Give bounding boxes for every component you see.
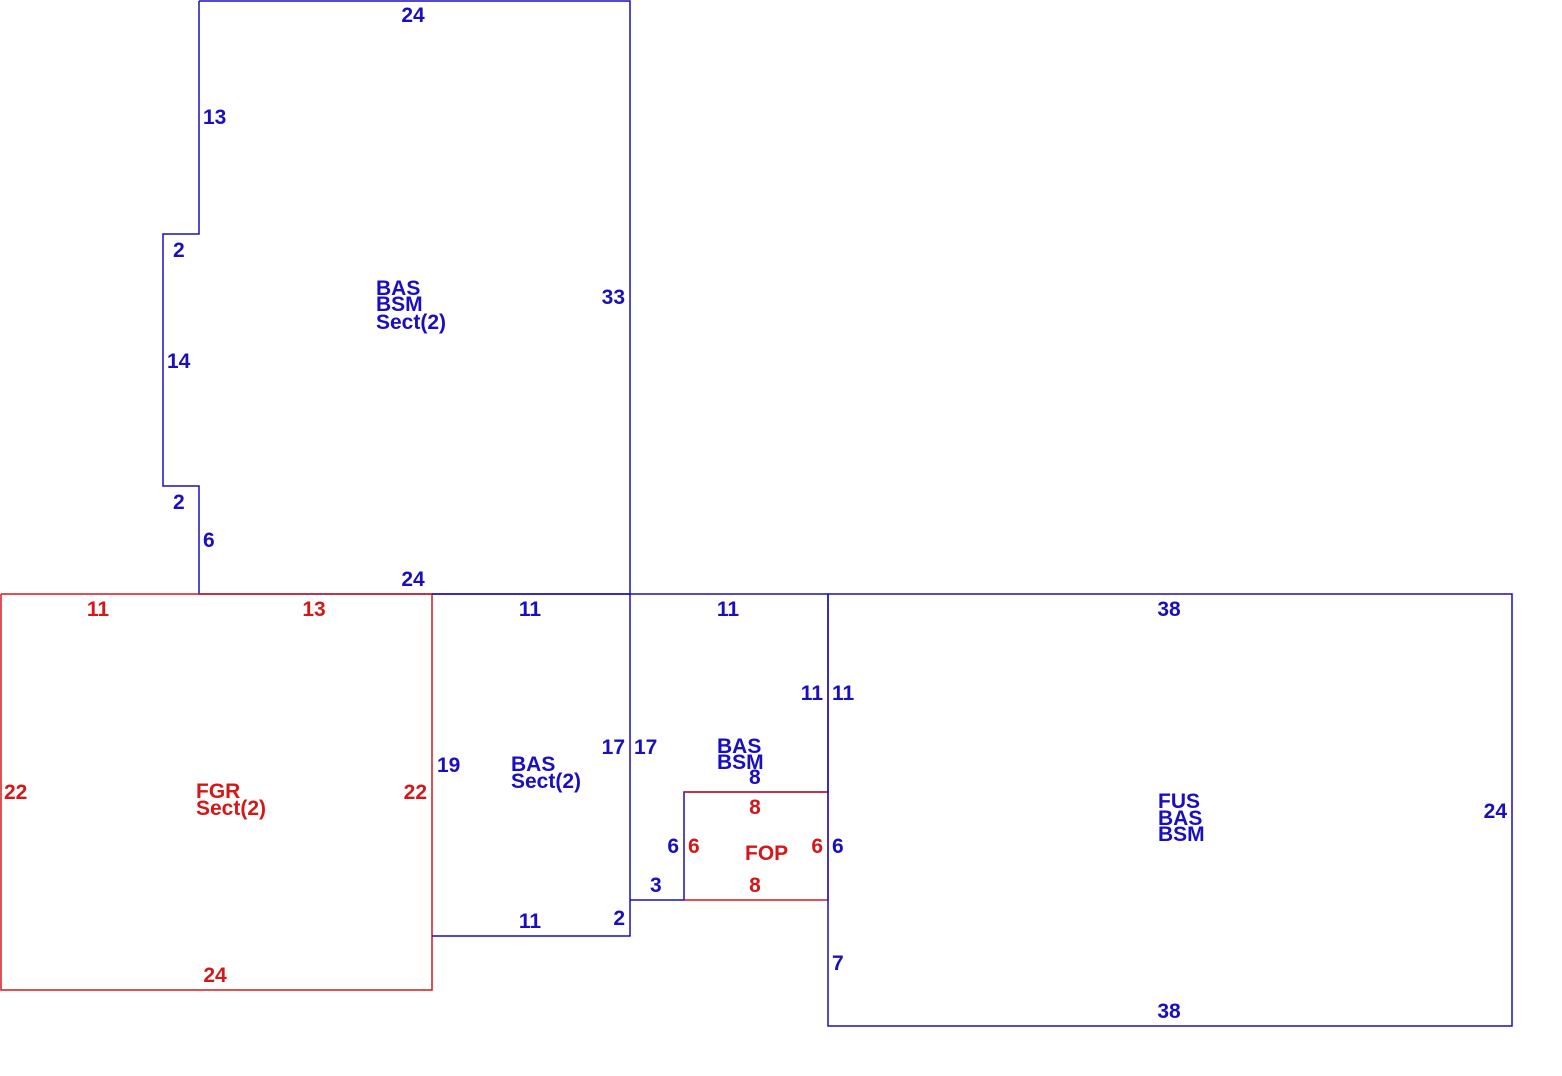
dimension-label: 7 [832, 952, 844, 975]
area-code: BSM [1158, 823, 1205, 846]
area-code: BAS [1158, 807, 1202, 830]
area-code: FOP [745, 842, 788, 865]
area-code: BAS [511, 753, 555, 776]
dimension-label: 6 [667, 835, 679, 858]
dimension-label: 6 [832, 835, 844, 858]
dimension-label: 2 [173, 491, 185, 514]
upper-section-dimensions: 24 13 2 14 2 6 33 24 [167, 4, 625, 591]
dimension-label: 17 [634, 736, 657, 759]
porch-area-label: FOP [745, 842, 788, 865]
dimension-label: 38 [1157, 1000, 1181, 1023]
dimension-label: 3 [650, 874, 662, 897]
garage-dimensions: 11 13 22 22 24 [4, 598, 427, 987]
dimension-label: 11 [717, 598, 740, 621]
dimension-label: 6 [811, 835, 823, 858]
porch-dimensions: 8 8 6 6 [688, 796, 823, 897]
upper-section-outline [162, 0, 631, 595]
area-code: BAS [717, 735, 761, 758]
garage-outline [0, 593, 433, 991]
middle-left-section-outline [432, 593, 631, 937]
area-code: 8 [749, 766, 761, 789]
dimension-label: 24 [1484, 800, 1508, 823]
dimension-label: 2 [613, 907, 625, 930]
dimension-label: 13 [302, 598, 325, 621]
area-code: BSM [376, 293, 423, 316]
dimension-label: 24 [401, 4, 425, 27]
dimension-label: 22 [4, 781, 27, 804]
dimension-label: 38 [1157, 598, 1181, 621]
dimension-label: 17 [602, 736, 625, 759]
dimension-label: 8 [749, 796, 761, 819]
area-code: Sect(2) [196, 797, 266, 820]
dimension-label: 19 [437, 754, 460, 777]
dimension-label: 11 [87, 598, 110, 621]
area-code: Sect(2) [511, 770, 581, 793]
dimension-label: 24 [401, 568, 425, 591]
dimension-label: 33 [602, 286, 625, 309]
east-section-dimensions: 38 11 6 7 24 38 [832, 598, 1507, 1023]
upper-section-area-label: BAS BSM Sect(2) [376, 277, 446, 334]
area-code: FGR [196, 780, 240, 803]
dimension-label: 8 [749, 874, 761, 897]
dimension-label: 22 [404, 781, 427, 804]
east-section-outline [827, 593, 1513, 1027]
area-code: Sect(2) [376, 311, 446, 334]
dimension-label: 14 [167, 350, 191, 373]
dimension-label: 11 [519, 598, 542, 621]
dimension-label: 13 [203, 106, 226, 129]
area-code: BAS [376, 277, 420, 300]
dimension-label: 2 [173, 239, 185, 262]
dimension-label: 11 [801, 682, 824, 705]
middle-left-dimensions: 11 19 17 11 2 [437, 598, 625, 933]
middle-right-dimensions: 11 17 11 3 6 [634, 598, 823, 897]
dimension-label: 24 [203, 964, 227, 987]
dimension-label: 6 [203, 529, 215, 552]
middle-right-area-label: BAS BSM 8 [717, 735, 764, 789]
dimension-label: 11 [519, 910, 542, 933]
middle-left-area-label: BAS Sect(2) [511, 753, 581, 793]
garage-area-label: FGR Sect(2) [196, 780, 266, 820]
dimension-label: 11 [832, 682, 855, 705]
east-section-area-label: FUS BAS BSM [1158, 790, 1205, 846]
area-code: FUS [1158, 790, 1200, 813]
area-code: BSM [717, 751, 764, 774]
dimension-label: 6 [688, 835, 700, 858]
